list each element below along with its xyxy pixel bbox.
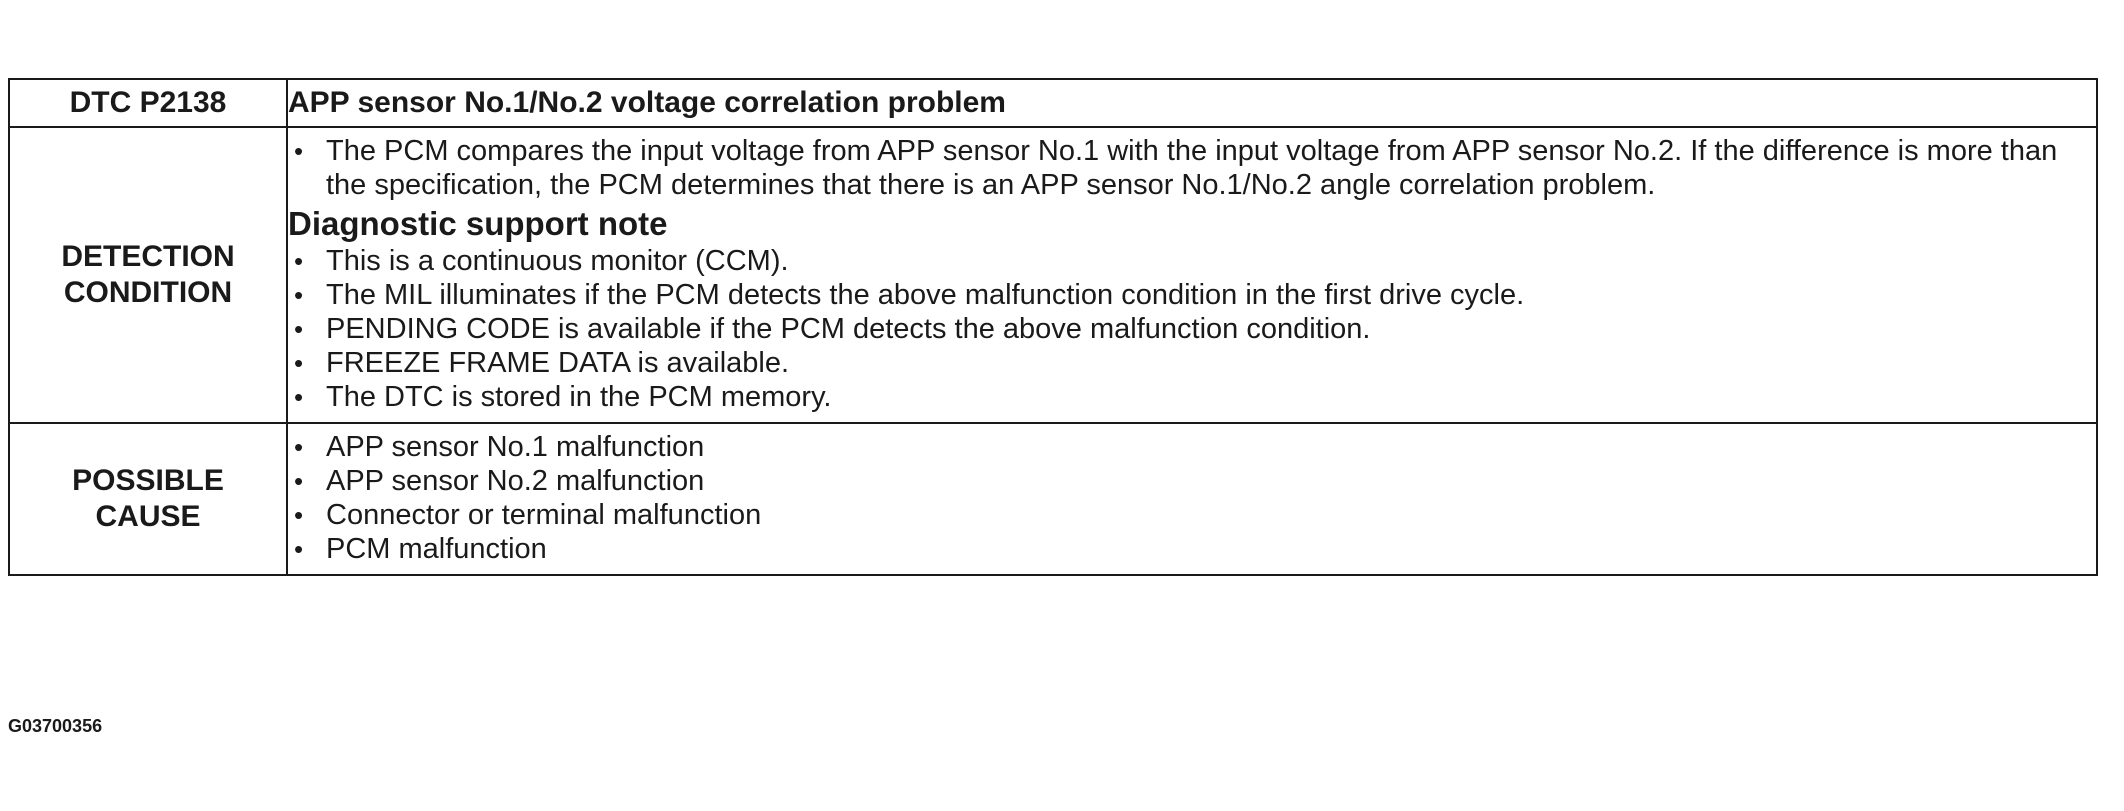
list-item: • FREEZE FRAME DATA is available. <box>288 346 2096 380</box>
possible-cause-list: • APP sensor No.1 malfunction • APP sens… <box>288 430 2096 566</box>
dtc-title: APP sensor No.1/No.2 voltage correlation… <box>288 86 1006 119</box>
bullet-icon: • <box>294 136 304 166</box>
diagnostic-notes-list: • This is a continuous monitor (CCM). • … <box>288 244 2096 414</box>
note-text: The DTC is stored in the PCM memory. <box>326 381 832 413</box>
possible-label-line2: CAUSE <box>95 500 201 533</box>
detection-condition-label: DETECTION CONDITION <box>8 126 288 424</box>
bullet-icon: • <box>294 466 304 496</box>
possible-label-line1: POSSIBLE <box>72 464 224 497</box>
bullet-icon: • <box>294 280 304 310</box>
bullet-icon: • <box>294 534 304 564</box>
list-item: • APP sensor No.2 malfunction <box>288 464 2096 498</box>
dtc-title-cell: APP sensor No.1/No.2 voltage correlation… <box>286 78 2098 128</box>
bullet-icon: • <box>294 246 304 276</box>
detection-condition-content: • The PCM compares the input voltage fro… <box>286 126 2098 424</box>
note-text: The MIL illuminates if the PCM detects t… <box>326 279 1525 311</box>
dtc-code: DTC P2138 <box>8 78 288 128</box>
list-item: • This is a continuous monitor (CCM). <box>288 244 2096 278</box>
detection-description-list: • The PCM compares the input voltage fro… <box>288 134 2096 202</box>
bullet-icon: • <box>294 500 304 530</box>
figure-id: G03700356 <box>8 716 103 736</box>
bullet-icon: • <box>294 382 304 412</box>
list-item: • Connector or terminal malfunction <box>288 498 2096 532</box>
list-item: • The DTC is stored in the PCM memory. <box>288 380 2096 414</box>
note-text: FREEZE FRAME DATA is available. <box>326 347 790 379</box>
cause-text: PCM malfunction <box>326 533 547 565</box>
cause-text: Connector or terminal malfunction <box>326 499 762 531</box>
dtc-table: DTC P2138 APP sensor No.1/No.2 voltage c… <box>8 78 2098 576</box>
bullet-icon: • <box>294 432 304 462</box>
detection-label-line2: CONDITION <box>63 276 233 309</box>
detection-condition-row: DETECTION CONDITION • The PCM compares t… <box>8 126 2098 424</box>
list-item: • PENDING CODE is available if the PCM d… <box>288 312 2096 346</box>
list-item: • The MIL illuminates if the PCM detects… <box>288 278 2096 312</box>
list-item: • The PCM compares the input voltage fro… <box>288 134 2096 202</box>
detection-description: The PCM compares the input voltage from … <box>326 135 2058 201</box>
possible-cause-content: • APP sensor No.1 malfunction • APP sens… <box>286 422 2098 576</box>
note-text: PENDING CODE is available if the PCM det… <box>326 313 1371 345</box>
bullet-icon: • <box>294 314 304 344</box>
list-item: • PCM malfunction <box>288 532 2096 566</box>
list-item: • APP sensor No.1 malfunction <box>288 430 2096 464</box>
possible-cause-row: POSSIBLE CAUSE • APP sensor No.1 malfunc… <box>8 422 2098 576</box>
cause-text: APP sensor No.1 malfunction <box>326 431 705 463</box>
possible-cause-label: POSSIBLE CAUSE <box>8 422 288 576</box>
diagnostic-support-note-heading: Diagnostic support note <box>288 205 668 242</box>
dtc-header-row: DTC P2138 APP sensor No.1/No.2 voltage c… <box>8 78 2098 128</box>
bullet-icon: • <box>294 348 304 378</box>
cause-text: APP sensor No.2 malfunction <box>326 465 705 497</box>
detection-label-line1: DETECTION <box>61 240 235 273</box>
note-text: This is a continuous monitor (CCM). <box>326 245 789 277</box>
